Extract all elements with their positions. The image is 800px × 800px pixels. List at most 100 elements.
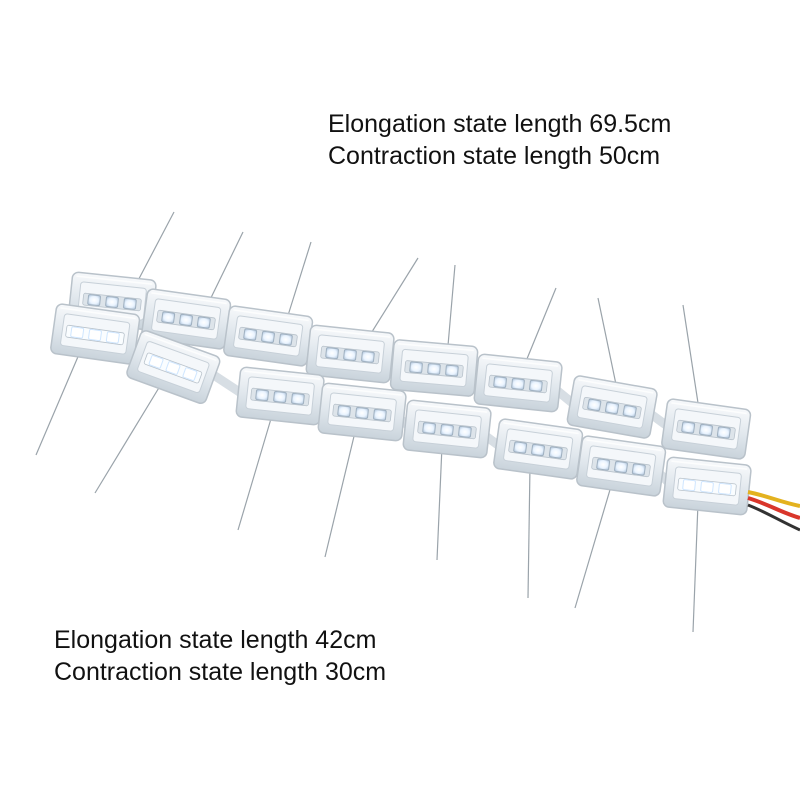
led-chip bbox=[622, 404, 637, 418]
upper-led-module bbox=[223, 305, 314, 367]
lower-led-module bbox=[126, 330, 221, 404]
housing-highlight bbox=[503, 422, 579, 435]
wire-lead-icon bbox=[446, 264, 456, 358]
led-chip bbox=[165, 361, 181, 375]
led-chip bbox=[718, 482, 732, 495]
upper-led-module bbox=[389, 339, 479, 397]
upper-led-module bbox=[566, 375, 658, 439]
wire-lead-icon bbox=[35, 351, 81, 456]
led-chip bbox=[361, 350, 375, 363]
led-chip bbox=[409, 361, 423, 374]
housing-highlight bbox=[578, 378, 654, 394]
wire-lead-icon bbox=[527, 465, 531, 599]
led-chip bbox=[681, 421, 696, 434]
housing-highlight bbox=[60, 307, 136, 320]
wire-lead-icon bbox=[682, 304, 701, 417]
led-chip bbox=[273, 391, 287, 403]
led-chip bbox=[196, 316, 211, 329]
led-chip bbox=[529, 379, 543, 392]
housing-highlight bbox=[671, 402, 747, 415]
lower-led-module bbox=[576, 435, 667, 497]
wire-lead-icon bbox=[94, 385, 161, 494]
wire-lead-icon bbox=[521, 287, 557, 372]
led-chip bbox=[161, 311, 176, 324]
led-chip bbox=[548, 446, 563, 459]
led-chip bbox=[291, 392, 305, 405]
lower-led-module bbox=[235, 366, 325, 426]
led-chip bbox=[700, 481, 714, 493]
upper-led-module bbox=[141, 288, 232, 350]
yellow-wire bbox=[747, 490, 800, 508]
lower-elongation-length: Elongation state length 42cm bbox=[54, 626, 377, 654]
housing-highlight bbox=[397, 343, 474, 352]
led-chip bbox=[511, 378, 525, 390]
led-chip bbox=[614, 460, 628, 474]
led-chip bbox=[148, 355, 164, 369]
led-chip bbox=[458, 425, 472, 438]
wire-lead-icon bbox=[284, 241, 312, 326]
led-chip bbox=[105, 296, 119, 308]
led-chip bbox=[682, 479, 696, 492]
led-chip bbox=[631, 463, 646, 476]
led-chip bbox=[427, 363, 441, 375]
led-chip bbox=[255, 389, 269, 402]
red-wire bbox=[747, 496, 800, 520]
led-chip bbox=[182, 367, 198, 381]
black-wire bbox=[747, 503, 800, 532]
led-chip bbox=[596, 458, 611, 471]
housing-highlight bbox=[482, 357, 559, 367]
wire-lead-icon bbox=[205, 231, 244, 309]
housing-highlight bbox=[144, 333, 217, 362]
upper-led-strip bbox=[67, 211, 752, 460]
wire-lead-icon bbox=[237, 411, 274, 531]
housing-highlight bbox=[76, 275, 153, 285]
housing-highlight bbox=[314, 328, 391, 338]
housing-highlight bbox=[244, 370, 321, 380]
wire-lead-icon bbox=[324, 427, 357, 558]
upper-led-module bbox=[473, 353, 563, 413]
wire-lead-icon bbox=[574, 482, 613, 609]
led-chip bbox=[587, 398, 602, 412]
led-chip bbox=[604, 401, 620, 415]
lower-led-module bbox=[50, 303, 141, 365]
wire-lead-icon bbox=[597, 297, 619, 395]
led-chip bbox=[70, 326, 85, 339]
wire-lead-icon bbox=[692, 502, 699, 633]
led-chip bbox=[422, 422, 436, 435]
upper-led-module bbox=[661, 398, 752, 460]
upper-elongation-length: Elongation state length 69.5cm bbox=[328, 110, 672, 138]
led-chip bbox=[343, 349, 357, 361]
led-chip bbox=[243, 328, 258, 341]
led-chip bbox=[355, 407, 369, 419]
led-chip bbox=[325, 347, 339, 360]
led-chip bbox=[513, 441, 528, 454]
lower-contraction-length: Contraction state length 30cm bbox=[54, 658, 387, 686]
led-chip bbox=[87, 294, 101, 307]
wire-lead-icon bbox=[364, 257, 419, 344]
housing-highlight bbox=[233, 309, 309, 322]
lower-led-strip bbox=[35, 303, 752, 633]
led-chip bbox=[123, 297, 137, 310]
housing-highlight bbox=[586, 439, 662, 452]
led-chip bbox=[716, 426, 731, 439]
led-chip bbox=[179, 313, 193, 327]
housing-highlight bbox=[671, 460, 748, 470]
lower-strip-caption: Elongation state length 42cm Contraction… bbox=[54, 624, 386, 688]
led-chip bbox=[261, 330, 275, 344]
lower-led-module bbox=[662, 456, 752, 516]
led-chip bbox=[337, 405, 351, 418]
led-chip bbox=[493, 376, 507, 389]
led-chip bbox=[531, 443, 545, 457]
led-chip bbox=[105, 331, 120, 344]
led-chip bbox=[445, 364, 459, 377]
housing-highlight bbox=[326, 386, 403, 396]
led-chip bbox=[699, 423, 713, 437]
upper-led-module bbox=[305, 324, 395, 384]
led-chip bbox=[373, 408, 387, 421]
wire-harness bbox=[747, 490, 800, 532]
led-chip bbox=[440, 424, 454, 436]
upper-strip-caption: Elongation state length 69.5cm Contracti… bbox=[328, 108, 671, 172]
led-chip bbox=[278, 333, 293, 346]
housing-highlight bbox=[411, 403, 488, 413]
